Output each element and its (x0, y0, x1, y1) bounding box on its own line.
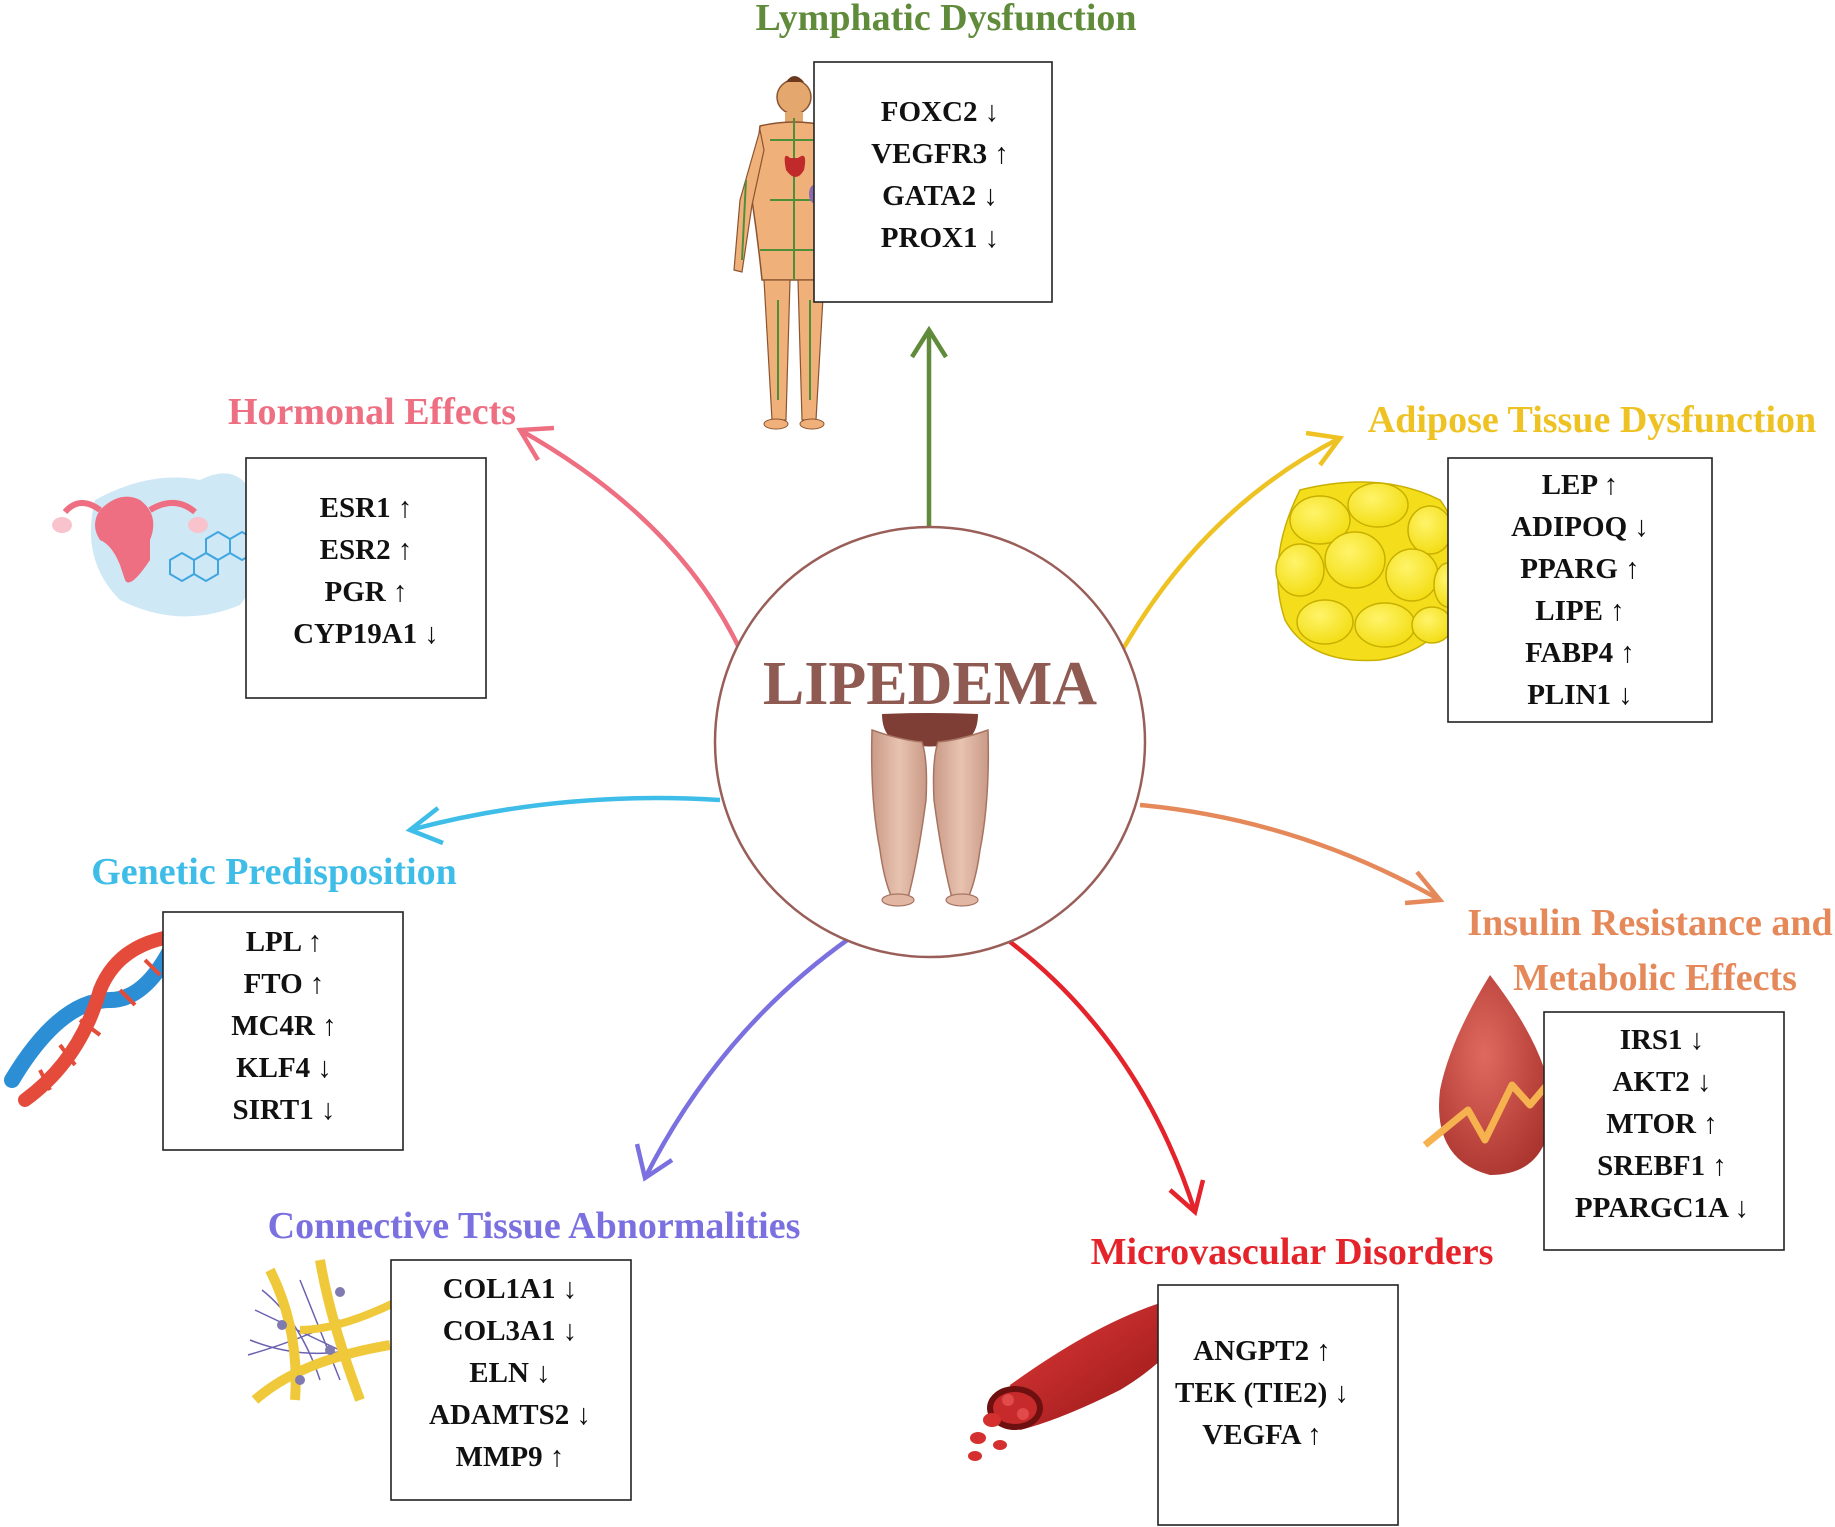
arrow-connective (634, 936, 852, 1182)
arrow-hormonal (516, 425, 745, 655)
title-lymphatic: Lymphatic Dysfunction (755, 0, 1136, 39)
gene-item: MC4R ↑ (231, 1010, 337, 1042)
gene-item: MTOR ↑ (1606, 1108, 1717, 1140)
gene-item: COL1A1 ↓ (443, 1273, 578, 1305)
collagen-fibers-icon (247, 1259, 402, 1404)
gene-item: VEGFR3 ↑ (871, 138, 1009, 170)
gene-item: FTO ↑ (244, 968, 325, 1000)
gene-item: ESR2 ↑ (320, 534, 413, 566)
gene-item: KLF4 ↓ (236, 1052, 332, 1084)
title-insulin-line-1: Insulin Resistance and (1467, 902, 1832, 944)
gene-item: ANGPT2 ↑ (1193, 1335, 1331, 1367)
uterus-steroid-icon (52, 473, 263, 617)
genes-box-insulin: IRS1 ↓ AKT2 ↓ MTOR ↑ SREBF1 ↑ PPARGC1A ↓ (1543, 1011, 1785, 1251)
gene-item: MMP9 ↑ (456, 1441, 565, 1473)
gene-item: PROX1 ↓ (881, 222, 999, 254)
title-insulin-line-2: Metabolic Effects (1513, 957, 1797, 999)
gene-item: PPARG ↑ (1520, 553, 1639, 585)
title-genetic: Genetic Predisposition (91, 851, 457, 893)
gene-item: ADIPOQ ↓ (1511, 511, 1649, 543)
lipedema-legs-icon (870, 713, 990, 907)
gene-item: FOXC2 ↓ (881, 96, 999, 128)
genes-box-microvascular: ANGPT2 ↑ TEK (TIE2) ↓ VEGFA ↑ (1157, 1284, 1399, 1526)
gene-item: LEP ↑ (1542, 469, 1619, 501)
arrow-adipose (1116, 430, 1345, 660)
genes-box-genetic: LPL ↑ FTO ↑ MC4R ↑ KLF4 ↓ SIRT1 ↓ (162, 911, 404, 1151)
gene-item: SIRT1 ↓ (233, 1094, 336, 1126)
title-hormonal: Hormonal Effects (228, 391, 516, 433)
gene-item: ESR1 ↑ (320, 492, 413, 524)
gene-item: PLIN1 ↓ (1527, 679, 1633, 711)
gene-item: TEK (TIE2) ↓ (1175, 1377, 1349, 1409)
arrow-lymphatic (910, 325, 948, 548)
gene-item: CYP19A1 ↓ (293, 618, 439, 650)
genes-box-adipose: LEP ↑ ADIPOQ ↓ PPARG ↑ LIPE ↑ FABP4 ↑ PL… (1447, 457, 1713, 723)
gene-item: GATA2 ↓ (882, 180, 998, 212)
gene-item: VEGFA ↑ (1202, 1419, 1322, 1451)
center-title: LIPEDEMA (763, 650, 1097, 718)
gene-item: LPL ↑ (246, 926, 323, 958)
title-adipose: Adipose Tissue Dysfunction (1368, 399, 1816, 441)
gene-item: LIPE ↑ (1535, 595, 1624, 627)
title-connective: Connective Tissue Abnormalities (268, 1205, 801, 1247)
arrow-genetic (405, 795, 721, 846)
blood-vessel-icon (968, 1297, 1196, 1461)
title-microvascular: Microvascular Disorders (1091, 1231, 1494, 1273)
adipocyte-cluster-icon (1275, 481, 1463, 662)
gene-item: PGR ↑ (325, 576, 408, 608)
gene-item: IRS1 ↓ (1620, 1024, 1705, 1056)
genes-box-lymphatic: FOXC2 ↓ VEGFR3 ↑ GATA2 ↓ PROX1 ↓ (813, 61, 1053, 303)
gene-item: AKT2 ↓ (1612, 1066, 1711, 1098)
gene-item: SREBF1 ↑ (1597, 1150, 1727, 1182)
gene-item: ADAMTS2 ↓ (429, 1399, 591, 1431)
gene-item: FABP4 ↑ (1525, 637, 1635, 669)
genes-box-hormonal: ESR1 ↑ ESR2 ↑ PGR ↑ CYP19A1 ↓ (245, 457, 487, 699)
genes-box-connective: COL1A1 ↓ COL3A1 ↓ ELN ↓ ADAMTS2 ↓ MMP9 ↑ (390, 1259, 632, 1501)
arrow-microvascular (1003, 936, 1206, 1217)
arrow-insulin (1139, 802, 1445, 906)
gene-item: COL3A1 ↓ (443, 1315, 578, 1347)
dna-helix-icon (4, 922, 192, 1107)
gene-item: PPARGC1A ↓ (1575, 1192, 1749, 1224)
gene-item: ELN ↓ (469, 1357, 550, 1389)
